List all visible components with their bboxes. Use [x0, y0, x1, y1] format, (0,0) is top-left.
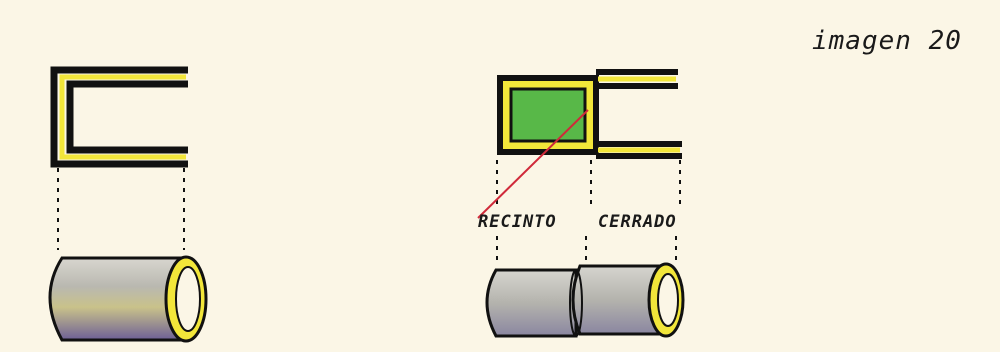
- open-tube: [50, 257, 206, 341]
- left-projection-lines: [58, 168, 184, 250]
- open-profile-outline: [54, 70, 188, 164]
- open-tube-opening: [176, 267, 200, 331]
- figure-title: imagen 20: [812, 26, 962, 56]
- open-extension-yellow: [598, 79, 680, 150]
- closed-tube-segment: [487, 270, 576, 336]
- joined-tube-opening: [658, 274, 678, 326]
- right-projection-lines: [497, 160, 680, 262]
- closed-enclosure-profile: [500, 72, 682, 156]
- closed-box-green-interior: [511, 89, 585, 141]
- label-cerrado: CERRADO: [598, 212, 677, 232]
- label-recinto: RECINTO: [478, 212, 557, 232]
- open-profile: [54, 70, 188, 164]
- joined-tubes: [487, 264, 683, 336]
- open-extension-outline: [596, 72, 682, 156]
- open-profile-yellow-fill: [62, 77, 186, 157]
